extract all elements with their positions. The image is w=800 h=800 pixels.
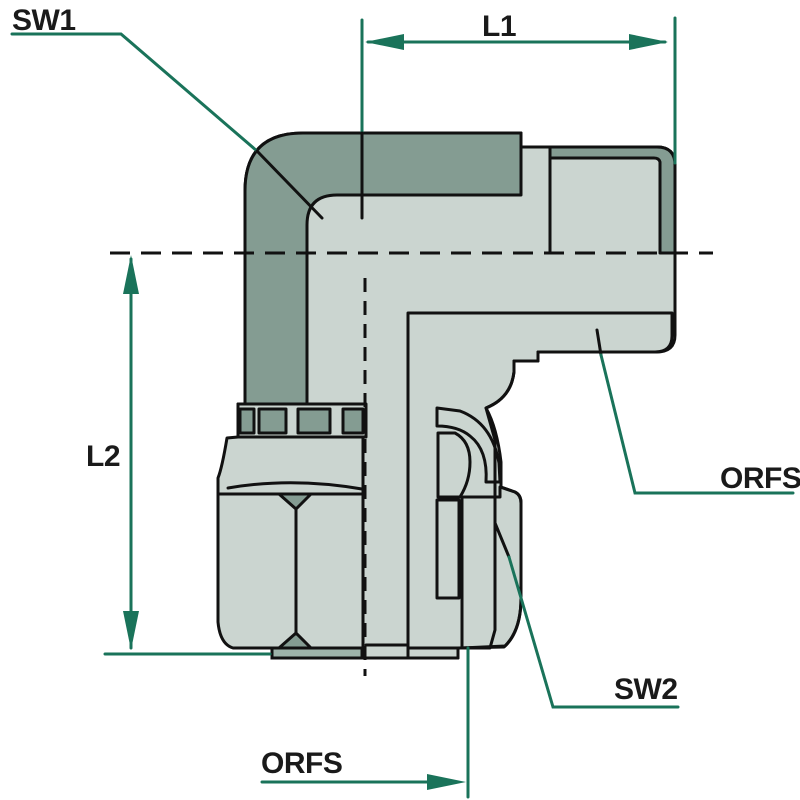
arrowhead-right bbox=[629, 34, 668, 50]
knurl-square bbox=[296, 407, 332, 435]
dimension-l1 bbox=[360, 16, 677, 220]
fitting-body bbox=[216, 131, 677, 660]
dimension-orfs-bottom bbox=[260, 646, 470, 799]
knurl-square bbox=[341, 407, 365, 435]
arrowhead-right bbox=[427, 774, 466, 790]
leader-sw2 bbox=[493, 521, 680, 709]
knurl-band bbox=[236, 402, 368, 439]
label-l2: L2 bbox=[86, 440, 120, 473]
dimension-l2 bbox=[103, 255, 272, 656]
label-orfs-bottom: ORFS bbox=[261, 747, 342, 780]
hex-chamfer-top bbox=[277, 492, 313, 511]
elbow-outer-band bbox=[243, 131, 523, 406]
label-l1: L1 bbox=[482, 10, 516, 43]
dimension-sw1 bbox=[10, 32, 324, 220]
male-end-chamfer bbox=[548, 145, 677, 255]
nut-shoulder-curve bbox=[226, 481, 364, 491]
nut-section-hatch bbox=[460, 485, 523, 650]
sleeve-section bbox=[435, 406, 502, 484]
label-sw1: SW1 bbox=[12, 4, 76, 37]
dimensions bbox=[10, 16, 795, 799]
hex-nut bbox=[216, 435, 365, 660]
arrowhead-down bbox=[123, 611, 139, 650]
label-orfs-right: ORFS bbox=[720, 462, 800, 495]
arrowhead-left bbox=[365, 34, 404, 50]
seal-pocket bbox=[436, 431, 472, 499]
collar-section bbox=[406, 646, 460, 660]
knurl-square bbox=[257, 407, 288, 435]
centerlines bbox=[110, 251, 713, 676]
collar-external bbox=[270, 646, 364, 660]
body-section-hatch bbox=[406, 311, 674, 650]
sleeve-slot bbox=[435, 498, 461, 600]
label-sw2: SW2 bbox=[614, 673, 678, 706]
knurl-square bbox=[238, 407, 256, 435]
leader-orfs-right bbox=[595, 328, 795, 495]
arrowhead-up bbox=[123, 255, 139, 294]
labels: SW1 L1 L2 ORFS SW2 ORFS bbox=[12, 4, 800, 780]
section-view bbox=[364, 311, 674, 660]
